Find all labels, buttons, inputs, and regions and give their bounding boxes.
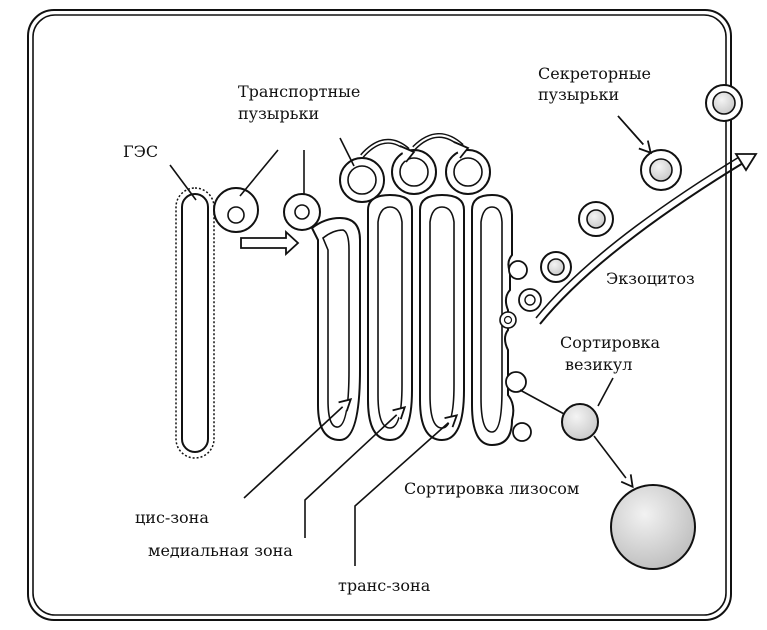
intercisternal-vesicles [339, 149, 491, 203]
transport-arrow [240, 229, 300, 257]
lysosome-sorting-label: Сортировка лизосом [404, 479, 579, 498]
vesicle-sorting-label-line1: Сортировка [560, 333, 661, 352]
lysosome [610, 484, 696, 570]
medial-zone-label: медиальная зона [148, 541, 293, 560]
secretory-vesicles-label-line1: Секреторные [538, 64, 651, 83]
trans-zone-label: транс-зона [338, 576, 431, 595]
sorting-vesicle [519, 389, 599, 441]
lysosome-path [593, 435, 634, 489]
cell-membrane [27, 9, 732, 621]
transport-vesicles-label-line2: пузырьки [238, 104, 319, 123]
transport-vesicle-er [213, 187, 259, 233]
transport-vesicle-cis [283, 193, 321, 231]
exocytosis-vesicle [705, 84, 743, 122]
ges-label: ГЭС [123, 142, 158, 161]
smooth-er [175, 187, 215, 459]
cis-zone-label: цис-зона [135, 508, 209, 527]
vesicle-flow-arrows [360, 133, 470, 163]
exocytosis-arrow [535, 153, 758, 325]
secretory-vesicles [540, 149, 682, 283]
vesicle-sorting-label-line2: везикул [565, 355, 632, 374]
golgi-stack [310, 193, 542, 447]
pointer-lines [169, 115, 652, 566]
exocytosis-label: Экзоцитоз [606, 269, 695, 288]
transport-vesicles-label-line1: Транспортные [238, 82, 360, 101]
secretory-vesicles-label-line2: пузырьки [538, 85, 619, 104]
